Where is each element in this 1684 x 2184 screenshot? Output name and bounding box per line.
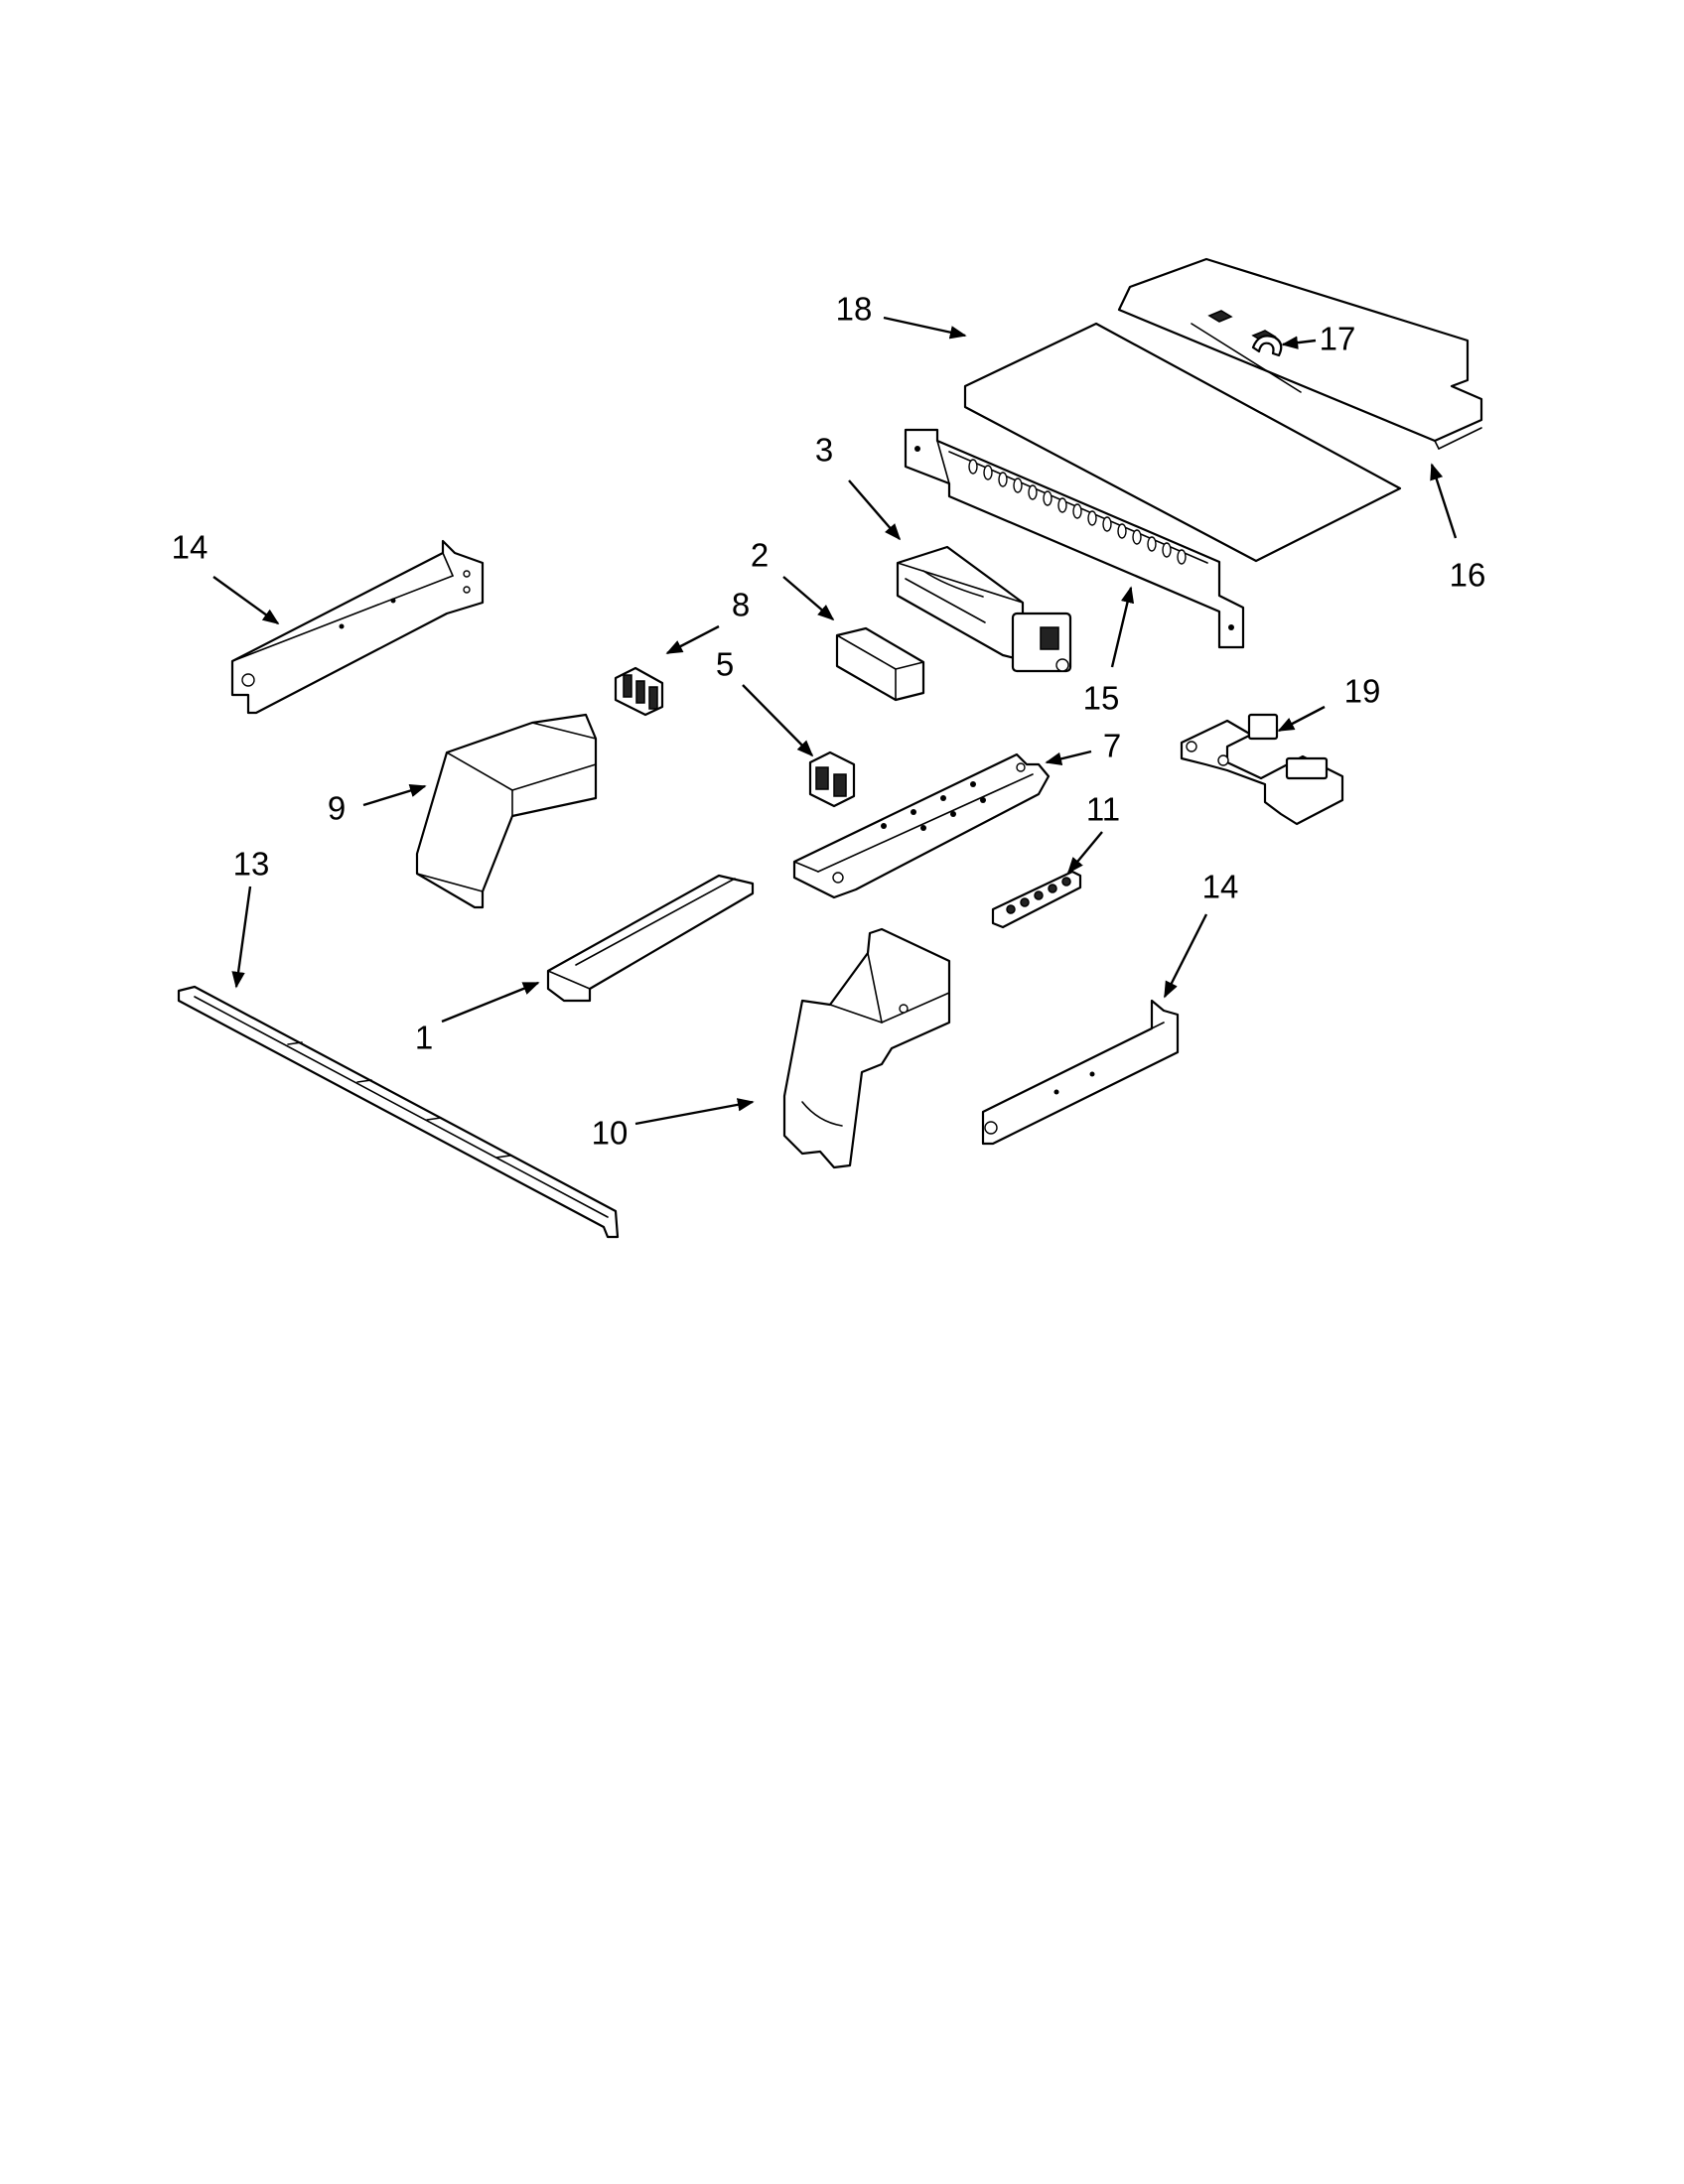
leader-7 xyxy=(1045,750,1092,765)
leader-13 xyxy=(231,886,252,989)
part-7-mounting-plate xyxy=(792,752,1051,899)
leader-16 xyxy=(1430,463,1458,539)
callout-19: 19 xyxy=(1344,673,1381,710)
callout-3: 3 xyxy=(815,432,833,469)
callout-10: 10 xyxy=(592,1115,629,1152)
callout-11: 11 xyxy=(1086,791,1120,828)
leader-14b xyxy=(1163,913,1208,999)
leader-1 xyxy=(441,981,540,1024)
callout-5: 5 xyxy=(716,646,734,683)
part-8-terminal-block xyxy=(614,666,664,717)
leader-3 xyxy=(848,479,902,541)
leader-lines xyxy=(212,316,1458,1126)
leader-17 xyxy=(1281,336,1317,349)
callout-2: 2 xyxy=(751,537,769,574)
callout-17: 17 xyxy=(1320,321,1356,357)
leader-8 xyxy=(665,624,720,655)
part-5-switch xyxy=(808,751,856,808)
part-13-long-rail xyxy=(177,985,620,1239)
callout-9: 9 xyxy=(328,790,346,827)
leader-10 xyxy=(634,1098,755,1126)
callout-1: 1 xyxy=(415,1020,433,1056)
leader-5 xyxy=(742,684,814,757)
part-2-insulation-block xyxy=(835,626,925,702)
part-11-terminal-strip xyxy=(991,870,1082,929)
part-15-front-channel xyxy=(904,428,1245,649)
leader-19 xyxy=(1277,705,1326,733)
leader-15 xyxy=(1110,586,1135,668)
leader-9 xyxy=(362,784,427,807)
callout-7: 7 xyxy=(1103,728,1121,764)
part-9-air-duct xyxy=(415,713,598,909)
part-16-rear-panel xyxy=(1117,257,1483,450)
callout-16: 16 xyxy=(1450,557,1486,594)
part-14-left-bracket xyxy=(230,539,485,715)
part-3-latch-assembly xyxy=(896,545,1072,673)
callout-14-right: 14 xyxy=(1202,869,1239,905)
callout-13: 13 xyxy=(233,846,270,883)
callout-labels: 18 17 16 3 15 2 8 14 5 7 19 9 11 13 14 1… xyxy=(172,291,1486,1152)
leader-18 xyxy=(883,316,967,340)
part-10-lower-duct xyxy=(782,927,951,1169)
part-1-air-channel xyxy=(546,874,755,1003)
leader-2 xyxy=(782,576,835,621)
callout-15: 15 xyxy=(1083,680,1120,717)
callout-18: 18 xyxy=(836,291,873,328)
part-14-right-bracket xyxy=(981,999,1180,1146)
part-19-latch-bracket xyxy=(1180,713,1344,826)
channel-slot-holes xyxy=(968,459,1187,565)
callout-8: 8 xyxy=(732,587,750,623)
leader-14a xyxy=(212,576,280,624)
callout-14-left: 14 xyxy=(172,529,209,566)
part-17-clip xyxy=(1251,335,1283,357)
leader-11 xyxy=(1066,831,1103,875)
